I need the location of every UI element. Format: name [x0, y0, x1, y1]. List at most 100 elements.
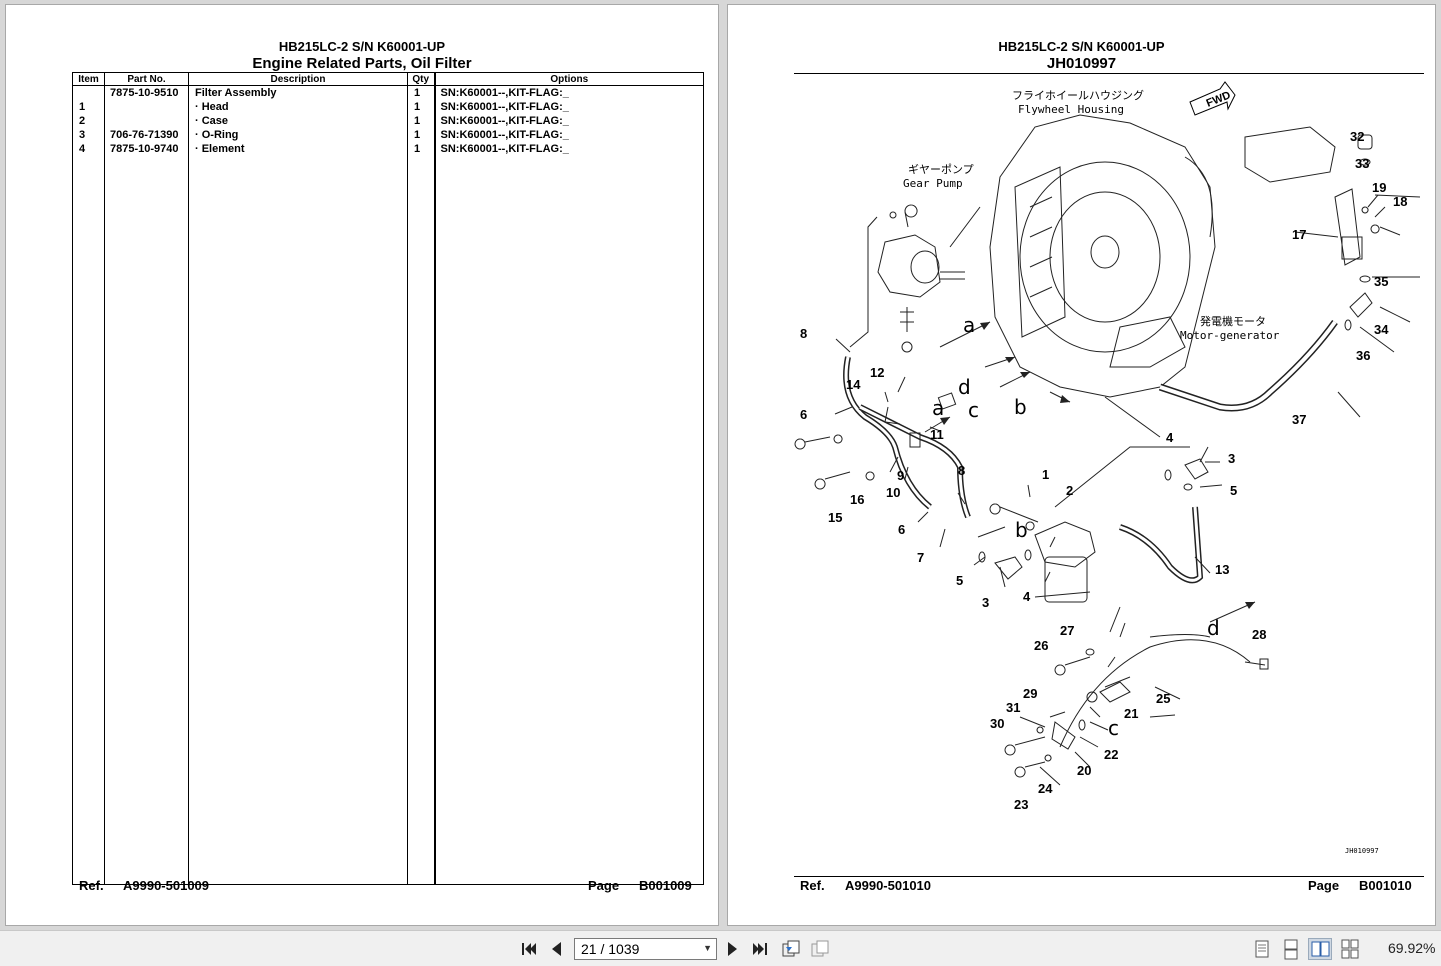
cell-desc: · Case [188, 113, 408, 128]
right-title-model: HB215LC-2 S/N K60001-UP [998, 39, 1165, 54]
callout-number: 13 [1215, 562, 1229, 577]
cell-part [104, 99, 189, 114]
motor-gen-label-en: Motor-generator [1180, 329, 1280, 342]
right-page-value: B001010 [1359, 878, 1412, 893]
cell-item: 4 [72, 141, 105, 156]
callout-number: 8 [800, 326, 807, 341]
right-ref-label: Ref. [800, 878, 825, 893]
col-item: Item [72, 72, 105, 86]
facing-view-button[interactable] [1308, 938, 1332, 960]
cell-part: 706-76-71390 [104, 127, 189, 142]
ref-arrow-a [939, 321, 991, 348]
bracket-17 [1334, 188, 1361, 266]
callout-number: 35 [1374, 274, 1388, 289]
callout-number: 18 [1393, 194, 1407, 209]
motor-gen-label-jp: 発電機モータ [1200, 314, 1266, 328]
gear-pump-label-jp: ギヤーポンプ [908, 163, 974, 176]
callout-number: 5 [956, 573, 963, 588]
cell-item [72, 85, 105, 100]
next-page-icon [728, 942, 737, 956]
wire-harness [1059, 639, 1251, 748]
callout-number: 1 [1042, 467, 1049, 482]
callout-number: 3 [1228, 451, 1235, 466]
callout-number: 30 [990, 716, 1004, 731]
cell-options: SN:K60001--,KIT-FLAG:_ [433, 113, 704, 128]
cell-options: SN:K60001--,KIT-FLAG:_ [433, 99, 704, 114]
cell-qty: 1 [407, 85, 435, 100]
single-page-icon [1255, 940, 1269, 958]
cell-options: SN:K60001--,KIT-FLAG:_ [433, 141, 704, 156]
table-filler [72, 155, 704, 885]
callout-number: 10 [886, 485, 900, 500]
callout-number: 31 [1006, 700, 1020, 715]
callout-number: 26 [1034, 638, 1048, 653]
flywheel-label-en: Flywheel Housing [1018, 103, 1124, 116]
callout-number: 36 [1356, 348, 1370, 363]
next-page-button[interactable] [722, 939, 744, 959]
page-number-select[interactable]: 21 / 1039 ▼ [574, 938, 717, 960]
continuous-view-button[interactable] [1279, 938, 1303, 960]
zoom-level[interactable]: 69.92% [1388, 940, 1436, 956]
left-title-model: HB215LC-2 S/N K60001-UP [278, 39, 446, 54]
ref-letter-a: a [932, 396, 944, 420]
callout-number: 27 [1060, 623, 1074, 638]
col-qty: Qty [407, 72, 435, 86]
callout-number: 25 [1156, 691, 1170, 706]
left-page-label: Page [588, 878, 620, 893]
table-row: 7875-10-9510 Filter Assembly 1 SN:K60001… [72, 85, 704, 100]
prev-page-button[interactable] [547, 939, 569, 959]
ref-letter-d: d [958, 375, 971, 399]
last-page-button[interactable] [750, 939, 772, 959]
filter-case [1044, 556, 1088, 603]
callout-number: 17 [1292, 227, 1306, 242]
single-page-view-button[interactable] [1250, 938, 1274, 960]
callout-number: 21 [1124, 706, 1138, 721]
right-page-label: Page [1308, 878, 1340, 893]
ref-letter-c: c [968, 398, 979, 422]
callout-number: 29 [1023, 686, 1037, 701]
callout-number: 16 [850, 492, 864, 507]
first-page-icon [522, 943, 536, 955]
callout-number: 28 [1252, 627, 1266, 642]
footer-rule [794, 876, 1424, 877]
cell-part: 7875-10-9510 [104, 85, 189, 100]
ref-letter-d: d [1207, 616, 1220, 640]
gear-pump [877, 234, 941, 298]
gear-pump-label-en: Gear Pump [903, 177, 963, 190]
right-title-code: JH010997 [1046, 55, 1117, 72]
ref-letter-a: a [963, 313, 975, 337]
last-page-icon [753, 943, 767, 955]
first-page-button[interactable] [518, 939, 540, 959]
cell-item: 2 [72, 113, 105, 128]
ref-letter-c: c [1108, 716, 1119, 740]
callout-number: 24 [1038, 781, 1053, 796]
callout-number: 14 [846, 377, 861, 392]
title-rule [794, 73, 1424, 74]
continuous-facing-view-button[interactable] [1338, 938, 1362, 960]
go-back-button[interactable] [780, 939, 802, 959]
callout-number: 4 [1023, 589, 1031, 604]
cell-part: 7875-10-9740 [104, 141, 189, 156]
callout-number: 7 [917, 550, 924, 565]
left-ref-label: Ref. [79, 878, 104, 893]
col-description: Description [188, 72, 408, 86]
continuous-facing-icon [1341, 939, 1359, 959]
col-options: Options [433, 72, 704, 86]
callout-number: 6 [898, 522, 905, 537]
go-forward-button[interactable] [809, 939, 831, 959]
right-page: HB215LC-2 S/N K60001-UP JH010997 [727, 4, 1436, 926]
callout-number: 8 [958, 463, 965, 478]
table-row: 1 · Head 1 SN:K60001--,KIT-FLAG:_ [72, 99, 704, 114]
exploded-parts-diagram: FWD フライホイールハウジング Flywheel Housing ギヤーポンプ… [794, 81, 1421, 855]
cell-options: SN:K60001--,KIT-FLAG:_ [433, 127, 704, 142]
left-page-value: B001009 [639, 878, 692, 893]
viewer-toolbar: 21 / 1039 ▼ 69.92% [0, 930, 1441, 966]
table-row: 4 7875-10-9740 · Element 1 SN:K60001--,K… [72, 141, 704, 156]
left-page: HB215LC-2 S/N K60001-UP Engine Related P… [5, 4, 719, 926]
right-ref-value: A9990-501010 [845, 878, 932, 893]
flywheel-ring [1019, 161, 1191, 353]
table-row: 2 · Case 1 SN:K60001--,KIT-FLAG:_ [72, 113, 704, 128]
callout-number: 2 [1066, 483, 1073, 498]
callout-number: 6 [800, 407, 807, 422]
fwd-arrow-icon: FWD [1189, 81, 1236, 116]
